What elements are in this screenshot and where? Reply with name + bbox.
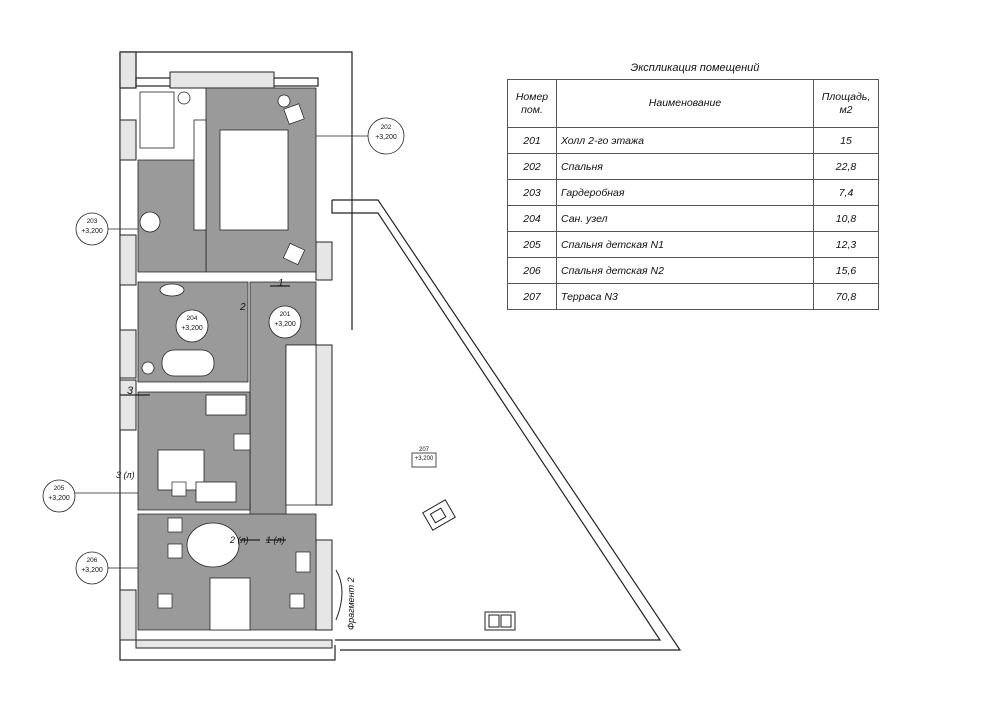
cell-area: 70,8 — [813, 283, 879, 310]
tag-circles — [42, 117, 437, 585]
tag-204-elev: +3,200 — [181, 325, 203, 332]
table-row: 206 Спальня детская N2 15,6 — [507, 257, 879, 284]
plant-2 — [277, 94, 291, 108]
table-row: 205 Спальня детская N1 12,3 — [507, 231, 879, 258]
tag-206-circle — [75, 551, 109, 585]
cell-name: Спальня детская N1 — [556, 231, 814, 258]
table-row: 204 Сан. узел 10,8 — [507, 205, 879, 232]
rooms-table: Номер пом. Наименование Площадь, м2 201 … — [507, 79, 879, 310]
cell-num: 203 — [507, 179, 557, 206]
cell-area: 15 — [813, 127, 879, 154]
header-area: Площадь, м2 — [813, 79, 879, 128]
round-rug — [186, 522, 240, 568]
sink-204 — [159, 283, 185, 297]
tag-204-circle — [175, 309, 209, 343]
tag-203-num: 203 — [86, 218, 98, 225]
cell-name: Гардеробная — [556, 179, 814, 206]
cell-num: 207 — [507, 283, 557, 310]
header-num: Номер пом. — [507, 79, 557, 128]
fragment-bracket — [335, 569, 343, 621]
tag-leaders — [75, 135, 368, 569]
tag-201-circle — [268, 305, 302, 339]
terrace-furniture — [422, 499, 516, 631]
cell-name: Холл 2-го этажа — [556, 127, 814, 154]
cell-name: Спальня детская N2 — [556, 257, 814, 284]
section-mark-3: 3 — [127, 385, 134, 397]
cell-num: 201 — [507, 127, 557, 154]
fragment-label: Фрагмент 2 — [346, 577, 356, 630]
cell-name: Терраса N3 — [556, 283, 814, 310]
table-title: Экспликация помещений — [630, 62, 760, 74]
section-markers — [120, 285, 290, 541]
tag-201-num: 201 — [279, 311, 291, 318]
cell-num: 206 — [507, 257, 557, 284]
section-mark-3a: 3 (л) — [116, 470, 135, 480]
cell-num: 204 — [507, 205, 557, 232]
cell-num: 202 — [507, 153, 557, 180]
tag-205-elev: +3,200 — [48, 495, 70, 502]
section-mark-1: 1 — [278, 278, 284, 289]
section-mark-2: 2 — [240, 302, 246, 313]
wardrobe-205 — [205, 394, 247, 416]
tag-207-num: 207 — [418, 447, 429, 453]
tag-205-circle — [42, 479, 76, 513]
tag-207-elev: +3,200 — [414, 456, 434, 462]
tag-202-elev: +3,200 — [375, 134, 397, 141]
cell-area: 7,4 — [813, 179, 879, 206]
room-206 — [137, 513, 317, 631]
table-header-row: Номер пом. Наименование Площадь, м2 — [507, 79, 879, 128]
tag-203-elev: +3,200 — [81, 228, 103, 235]
cell-num: 205 — [507, 231, 557, 258]
table-row: 201 Холл 2-го этажа 15 — [507, 127, 879, 154]
wardrobe-202 — [193, 119, 207, 231]
bathtub — [161, 349, 215, 377]
tag-206-num: 206 — [86, 557, 98, 564]
table-row: 203 Гардеробная 7,4 — [507, 179, 879, 206]
cell-name: Спальня — [556, 153, 814, 180]
cell-area: 10,8 — [813, 205, 879, 232]
tag-204-num: 204 — [186, 315, 198, 322]
section-mark-2a: 2 (л) — [230, 535, 249, 545]
wardrobe-206 — [209, 577, 251, 631]
table-row: 207 Терраса N3 70,8 — [507, 283, 879, 310]
table-row: 202 Спальня 22,8 — [507, 153, 879, 180]
round-table-203 — [139, 211, 161, 233]
tag-201-elev: +3,200 — [274, 321, 296, 328]
header-name: Наименование — [556, 79, 814, 128]
sofa — [139, 91, 175, 149]
chairs — [157, 103, 311, 609]
furniture — [139, 91, 317, 631]
terrace-outline — [331, 199, 682, 651]
desk-1 — [195, 481, 237, 503]
shower-drain — [141, 361, 155, 375]
stair — [285, 344, 317, 506]
tag-206-elev: +3,200 — [81, 567, 103, 574]
cell-name: Сан. узел — [556, 205, 814, 232]
room-203 — [137, 159, 207, 273]
tag-202-num: 202 — [380, 124, 392, 131]
cell-area: 22,8 — [813, 153, 879, 180]
bed-double — [219, 129, 289, 231]
cell-area: 15,6 — [813, 257, 879, 284]
cell-area: 12,3 — [813, 231, 879, 258]
tag-205-num: 205 — [53, 485, 65, 492]
plant-1 — [177, 91, 191, 105]
tag-203-circle — [75, 212, 109, 246]
section-mark-1a: 1 (л) — [266, 535, 285, 545]
tag-202-circle — [367, 117, 405, 155]
tag-207-box — [411, 452, 437, 468]
